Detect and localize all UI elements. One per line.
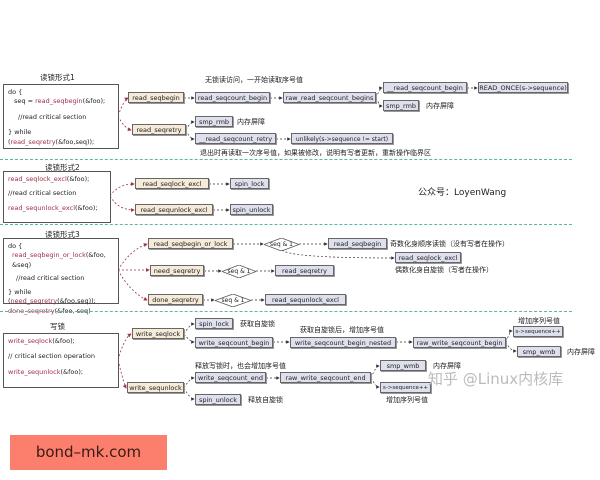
code-line: seq = read_seqbegin(&foo); xyxy=(14,97,106,106)
code-line: read_seqbegin_or_lock(&foo, &seq) xyxy=(12,251,106,269)
section4-code: write_seqlock(&foo); // critical section… xyxy=(3,333,119,388)
node-read-sequnlock-excl: read_sequnlock_excl xyxy=(265,294,346,305)
code-line: read_sequnlock_excl(&foo); xyxy=(8,203,98,212)
node-spin-unlock: spin_unlock xyxy=(195,394,241,405)
code-line: read_seqlock_excl(&foo); xyxy=(8,175,90,183)
node-read-seqretry: read_seqretry xyxy=(132,124,186,135)
section4-title: 写锁 xyxy=(50,322,65,331)
node-read-seqretry: read_seqretry xyxy=(275,265,334,276)
decision-seq-odd: seq & 1 xyxy=(264,238,299,251)
node-smp-wmb: smp_wmb xyxy=(517,346,561,357)
node-smp-wmb: smp_wmb xyxy=(380,360,426,371)
separator xyxy=(0,311,572,312)
node-smp-rmb: smp_rmb xyxy=(383,100,419,111)
node-seq-inc: s->sequence++ xyxy=(380,382,431,393)
code-line: write_seqlock(&foo); xyxy=(8,337,75,345)
note-acquire: 获取自旋锁 xyxy=(240,320,275,328)
node-spin-lock: spin_lock xyxy=(230,178,269,189)
code-line: } while (read_seqretry(&foo,seq)); xyxy=(8,128,95,146)
account-label: 公众号：LoyenWang xyxy=(418,188,507,198)
diamond-shape xyxy=(215,294,251,307)
note-barrier: 内存屏障 xyxy=(433,362,461,370)
node-write-seqcount-begin-nested: write_seqcount_begin_nested xyxy=(290,337,396,348)
ad-banner[interactable]: bond–mk.com xyxy=(10,435,167,470)
note-barrier: 内存屏障 xyxy=(426,102,454,110)
note-after-acquire: 获取自旋锁后，增加序号值 xyxy=(300,326,384,334)
code-line: //read critical section xyxy=(8,189,77,198)
code-line: } while (need_seqretry(&foo,seq)); xyxy=(8,287,96,306)
node-spin-unlock: spin_unlock xyxy=(230,204,273,215)
node-smp-rmb: smp_rmb xyxy=(195,116,233,127)
note-inc: 增加序列号值 xyxy=(518,317,560,325)
diamond-shape xyxy=(222,265,256,278)
note-retry: 退出时再读取一次序号值，如果被修改，说明有写者更新，重新操作临界区 xyxy=(200,149,431,157)
node-write-seqcount-end: write_seqcount_end xyxy=(195,372,266,383)
note-release-spin: 释放自旋锁 xyxy=(248,396,283,404)
node-raw-write-seqcount-end: raw_write_seqcount_end xyxy=(280,372,371,383)
code-line: do { xyxy=(8,242,23,250)
code-line: //read critical section xyxy=(16,274,85,283)
section3-code: do { read_seqbegin_or_lock(&foo, &seq) /… xyxy=(3,238,119,315)
decision-seq-odd: seq & 1 xyxy=(222,265,256,278)
node-read-sequnlock-excl: read_sequnlock_excl xyxy=(135,204,213,215)
node-read-once: READ_ONCE(s->sequence) xyxy=(478,82,568,93)
section1-title: 读锁形式1 xyxy=(40,73,75,82)
node-unlikely: unlikely(s->sequence != start) xyxy=(291,133,393,144)
node-spin-lock: spin_lock xyxy=(195,318,233,329)
note-barrier: 内存屏障 xyxy=(567,348,595,356)
code-line: write_sequnlock(&foo); xyxy=(8,367,84,376)
node-need-seqretry: need_seqretry xyxy=(150,265,204,276)
node-raw-write-seqcount-begin: raw_write_seqcount_begin xyxy=(413,337,506,348)
separator xyxy=(0,159,572,160)
node-seq-inc: s->sequence++ xyxy=(513,326,563,337)
note-inc: 增加序列号值 xyxy=(386,396,428,404)
section2-code: read_seqlock_excl(&foo); //read critical… xyxy=(3,171,111,223)
node-read-seqbegin: read_seqbegin xyxy=(328,238,387,249)
code-line: do { xyxy=(8,88,23,96)
watermark: 知乎 @Linux内核库 xyxy=(428,370,564,388)
node-read-seqlock-excl: read_seqlock_excl xyxy=(135,178,209,189)
node-__read-seqcount-retry: __read_seqcount_retry xyxy=(195,133,276,144)
diamond-shape xyxy=(264,238,299,251)
code-line: done_seqretry(&foo, seq) xyxy=(8,306,91,315)
code-line: // critical section operation xyxy=(8,352,95,361)
node-read-seqbegin: read_seqbegin xyxy=(128,92,184,103)
node-read-seqbegin-or-lock: read_seqbegin_or_lock xyxy=(148,238,233,249)
node-read-seqlock-excl: read_seqlock_excl xyxy=(395,252,461,263)
node-__read-seqcount-begin: __read_seqcount_begin xyxy=(383,82,467,93)
note-odd: 奇数化身顺序读锁（没有写者在操作） xyxy=(390,240,509,248)
node-read-seqcount-begin: read_seqcount_begin xyxy=(195,92,270,103)
section3-title: 读锁形式3 xyxy=(45,230,80,239)
note-barrier: 内存屏障 xyxy=(237,118,265,126)
node-write-sequnlock: write_sequnlock xyxy=(127,382,184,393)
section1-code: do { seq = read_seqbegin(&foo); //read c… xyxy=(3,84,119,149)
note-even: 偶数化身自旋锁（写者在操作） xyxy=(395,266,493,274)
code-line: //read critical section xyxy=(18,112,87,121)
separator xyxy=(0,224,572,225)
note-release: 释放写锁时，也会增加序号值 xyxy=(195,362,286,370)
node-done-seqretry: done_seqretry xyxy=(148,294,203,305)
section2-title: 读锁形式2 xyxy=(45,163,80,172)
node-raw-read-seqcount-begins: raw_read_seqcount_begins xyxy=(283,92,376,103)
note-lockless-read: 无锁读访问，一开始读取序号值 xyxy=(205,76,303,84)
decision-seq-odd: seq & 1 xyxy=(215,294,251,307)
node-write-seqcount-begin: write_seqcount_begin xyxy=(195,337,273,348)
node-write-seqlock: write_seqlock xyxy=(132,328,184,339)
